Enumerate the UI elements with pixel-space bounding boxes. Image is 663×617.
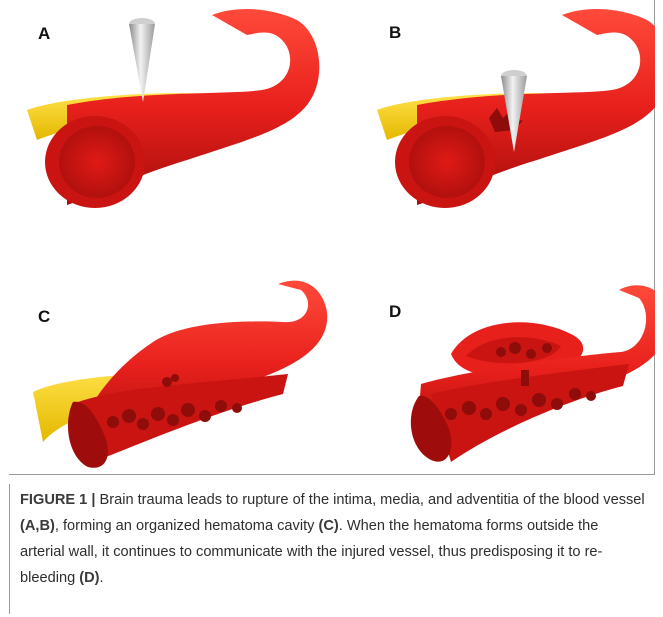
- caption-label: FIGURE 1 |: [20, 492, 95, 508]
- panel-label-b: B: [389, 23, 401, 43]
- caption-ref-c: (C): [319, 518, 339, 534]
- panel-c-vessel: [33, 281, 327, 468]
- figure-illustration: [9, 0, 655, 475]
- caption-ref-d: (D): [79, 570, 99, 586]
- panel-a-needle: [129, 18, 155, 102]
- figure-caption: FIGURE 1 | Brain trauma leads to rupture…: [20, 487, 645, 591]
- panel-a-vessel: [27, 9, 319, 208]
- caption-text-4: .: [100, 570, 104, 586]
- panel-label-c: C: [38, 307, 50, 327]
- caption-text-1: Brain trauma leads to rupture of the int…: [95, 492, 644, 508]
- caption-divider: [9, 484, 10, 614]
- caption-ref-ab: (A,B): [20, 518, 55, 534]
- caption-text-2: , forming an organized hematoma cavity: [55, 518, 319, 534]
- panel-label-a: A: [38, 24, 50, 44]
- panel-d-vessel: [411, 285, 655, 462]
- panel-label-d: D: [389, 302, 401, 322]
